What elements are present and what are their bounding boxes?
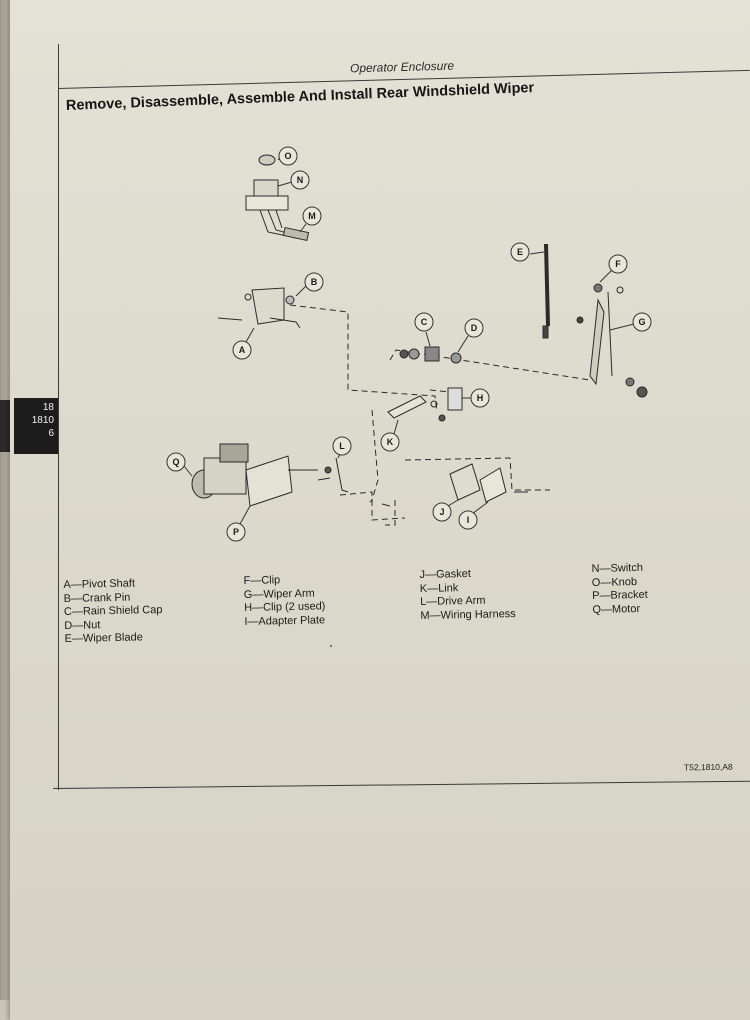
- link: [387, 395, 427, 419]
- svg-text:Q: Q: [172, 457, 179, 467]
- screw: [317, 477, 331, 481]
- svg-text:G: G: [638, 317, 645, 327]
- washer: [399, 349, 409, 359]
- callout-g: G: [609, 312, 652, 332]
- spacer: [576, 316, 584, 324]
- clip: [593, 283, 603, 293]
- legend-item: O—Knob: [591, 575, 638, 589]
- frame-left-rule: [58, 44, 59, 790]
- page-binding-edge: [0, 0, 12, 1000]
- print-speck: [330, 645, 332, 647]
- switch-shape: [253, 179, 279, 197]
- figure-reference: T52,1810,A8: [683, 761, 733, 773]
- svg-text:A: A: [239, 345, 246, 355]
- wiper-arm: [589, 298, 605, 386]
- motor-body: [203, 457, 247, 495]
- drive-arm: [335, 457, 349, 493]
- legend-column-3: J—Gasket K—Link L—Drive Arm M—Wiring Har…: [419, 567, 515, 623]
- wiper-blade: [544, 243, 550, 327]
- washer: [324, 466, 332, 474]
- nut: [636, 386, 648, 398]
- svg-text:F: F: [615, 259, 621, 269]
- rain-shield-cap: [424, 346, 440, 362]
- screw: [217, 317, 243, 321]
- svg-text:J: J: [439, 507, 444, 517]
- crank-pin: [285, 295, 295, 305]
- callout-m: M: [299, 206, 322, 233]
- nut: [450, 352, 462, 364]
- callout-a: A: [232, 327, 255, 360]
- assembly-line: [369, 409, 379, 503]
- manual-page: [10, 0, 750, 1020]
- svg-text:M: M: [308, 211, 316, 221]
- pivot-shaft-bracket: [251, 287, 285, 325]
- callout-f: F: [599, 254, 628, 283]
- pivot-shaft: [269, 317, 301, 329]
- switch-base-shape: [245, 195, 289, 211]
- wiper-exploded-diagram: O N M B A C D E F G H K L Q P J I: [166, 146, 652, 542]
- callout-d: D: [457, 318, 484, 353]
- assembly-line: [429, 389, 451, 393]
- motor-housing: [219, 443, 249, 463]
- legend-item: C—Rain Shield Cap: [63, 603, 163, 618]
- assembly-line: [389, 349, 591, 381]
- harness-wire: [275, 209, 283, 229]
- svg-text:B: B: [311, 277, 318, 287]
- callout-h: H: [462, 388, 490, 408]
- svg-text:K: K: [387, 437, 394, 447]
- tab-line-2: 1810: [31, 415, 54, 426]
- callout-k: K: [380, 419, 400, 452]
- svg-text:H: H: [477, 393, 484, 403]
- svg-text:D: D: [471, 323, 478, 333]
- legend-column-1: A—Pivot Shaft B—Crank Pin C—Rain Shield …: [63, 577, 163, 647]
- callout-n: N: [277, 170, 310, 190]
- svg-text:L: L: [339, 441, 345, 451]
- clip-pin: [616, 286, 624, 294]
- svg-text:O: O: [284, 151, 291, 161]
- callout-p: P: [226, 505, 251, 542]
- bracket: [245, 455, 293, 507]
- svg-text:N: N: [297, 175, 304, 185]
- tab-line-1: 18: [42, 402, 54, 413]
- legend-column-2: F—Clip G—Wiper Arm H—Clip (2 used) I—Ada…: [243, 573, 325, 629]
- callout-o: O: [277, 146, 298, 166]
- legend-item: P—Bracket: [592, 588, 648, 602]
- wiper-blade-end: [542, 325, 549, 339]
- adapter-plate: [479, 467, 507, 503]
- assembly-line: [385, 500, 396, 526]
- callout-j: J: [432, 499, 459, 522]
- callout-b: B: [295, 272, 324, 297]
- callout-c: C: [414, 312, 434, 347]
- assembly-line: [404, 457, 550, 491]
- callout-q: Q: [166, 452, 193, 477]
- svg-text:I: I: [467, 515, 470, 525]
- legend-item: Q—Motor: [592, 602, 641, 616]
- callout-i: I: [458, 501, 489, 530]
- washer: [408, 348, 420, 360]
- legend-item: E—Wiper Blade: [64, 631, 143, 645]
- tab-line-3: 6: [48, 428, 54, 439]
- washer: [438, 414, 446, 422]
- knob-shape: [258, 154, 276, 166]
- svg-text:C: C: [421, 317, 428, 327]
- section-tab: 18 1810 6: [14, 398, 58, 454]
- harness-connector: [282, 226, 310, 242]
- legend-item: M—Wiring Harness: [420, 607, 516, 622]
- washer: [430, 400, 438, 408]
- wiper-arm-rod: [607, 291, 613, 377]
- gasket: [449, 463, 481, 501]
- legend-column-4: N—Switch O—Knob P—Bracket Q—Motor: [591, 562, 648, 617]
- legend-item: I—Adapter Plate: [244, 613, 326, 628]
- legend-item: N—Switch: [591, 561, 644, 576]
- bolt: [244, 293, 252, 301]
- clip-h: [447, 387, 463, 411]
- legend-item: H—Clip (2 used): [244, 600, 326, 614]
- screw: [381, 503, 391, 507]
- section-name: Operator Enclosure: [349, 58, 455, 76]
- callout-e: E: [510, 242, 545, 262]
- nut: [625, 377, 635, 387]
- svg-text:E: E: [517, 247, 523, 257]
- svg-text:P: P: [233, 527, 239, 537]
- callout-l: L: [332, 436, 352, 459]
